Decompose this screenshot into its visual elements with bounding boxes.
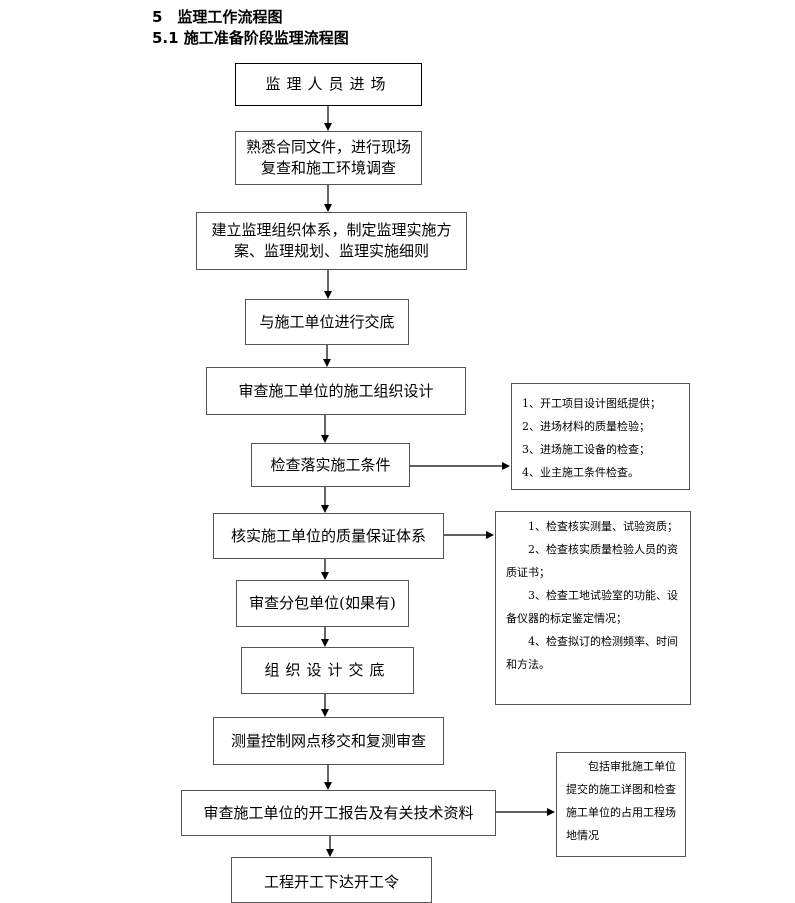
step-briefing-contractor: 与施工单位进行交底 [245,299,409,345]
note-conditions-item: 4、业主施工条件检查。 [522,466,639,479]
note-report: 包括审批施工单位提交的施工详图和检查施工单位的占用工程场地情况 [556,752,686,857]
step-design-briefing: 组织设计交底 [241,647,414,694]
flow-connectors [321,106,555,857]
step-survey-handover: 测量控制网点移交和复测审查 [213,717,444,765]
step-start-order: 工程开工下达开工令 [231,857,432,903]
step-supervisors-enter: 监理人员进场 [235,63,422,106]
step-review-construction-design: 审查施工单位的施工组织设计 [206,367,466,415]
step-review-subcontractor: 审查分包单位(如果有) [236,580,409,627]
section-heading: 5 监理工作流程图 [152,8,283,26]
step-check-conditions: 检查落实施工条件 [251,443,410,487]
step-review-start-report: 审查施工单位的开工报告及有关技术资料 [181,790,496,836]
note-conditions-item: 2、进场材料的质量检验； [522,420,650,433]
note-report-text: 包括审批施工单位提交的施工详图和检查施工单位的占用工程场地情况 [566,760,676,842]
step-verify-quality-system: 核实施工单位的质量保证体系 [213,513,444,559]
note-quality: 1、检查核实测量、试验资质； 2、检查核实质量检验人员的资质证书； 3、检查工地… [495,511,691,705]
step-review-contract: 熟悉合同文件，进行现场复查和施工环境调查 [235,131,422,185]
subsection-heading: 5.1 施工准备阶段监理流程图 [152,29,349,47]
step-establish-system: 建立监理组织体系，制定监理实施方案、监理规划、监理实施细则 [196,212,467,270]
note-quality-item: 3、检查工地试验室的功能、设备仪器的标定鉴定情况； [506,589,678,625]
note-quality-item: 2、检查核实质量检验人员的资质证书； [506,543,678,579]
note-conditions: 1、开工项目设计图纸提供； 2、进场材料的质量检验； 3、进场施工设备的检查； … [511,383,690,490]
note-quality-item: 1、检查核实测量、试验资质； [528,520,678,533]
note-quality-item: 4、检查拟订的检测频率、时间和方法。 [506,635,678,671]
note-conditions-item: 3、进场施工设备的检查； [522,443,650,456]
note-conditions-item: 1、开工项目设计图纸提供； [522,397,661,410]
